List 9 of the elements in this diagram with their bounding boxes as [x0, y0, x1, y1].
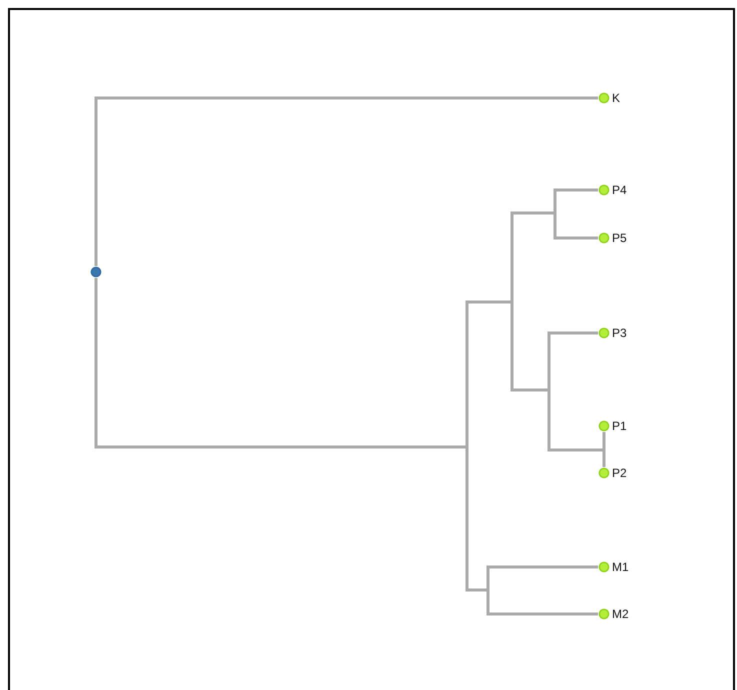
leaf-label: P3 [612, 327, 627, 339]
leaf-label: P2 [612, 467, 627, 479]
leaf-label: K [612, 92, 620, 104]
leaf-label: P5 [612, 232, 627, 244]
tree-branch [94, 96, 598, 266]
leaf-label: M2 [612, 608, 629, 620]
leaf-label: P4 [612, 184, 627, 196]
leaf-label: M1 [612, 561, 629, 573]
leaf-label: P1 [612, 420, 627, 432]
